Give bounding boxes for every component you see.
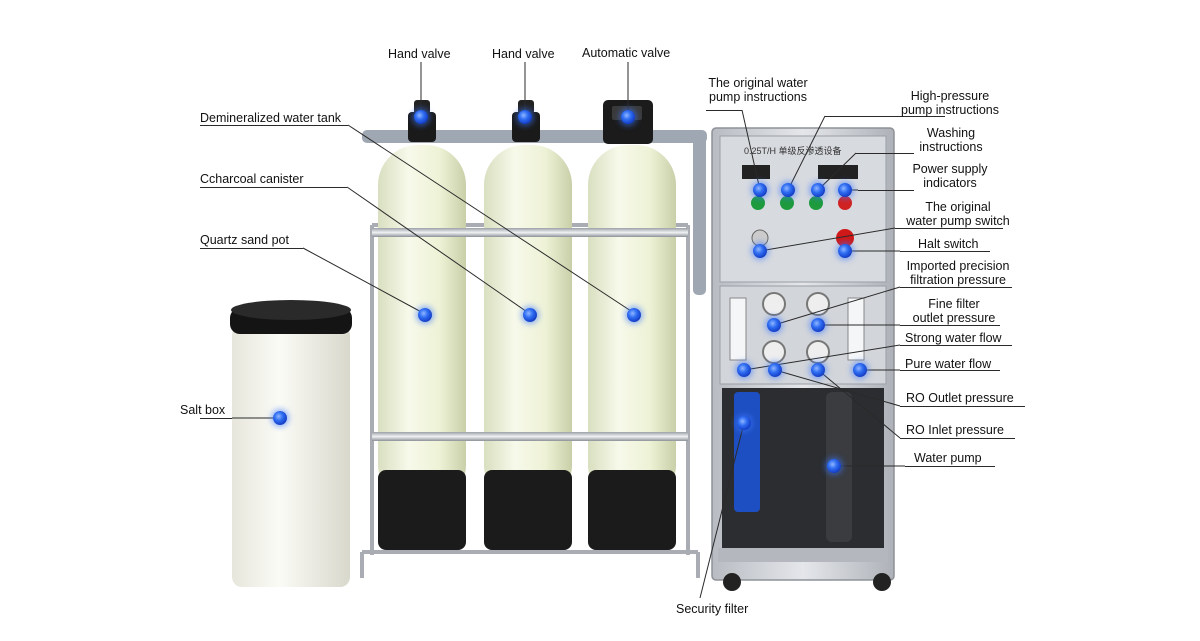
- panel-title: 0.25T/H 单级反渗透设备: [744, 146, 842, 156]
- label-halt-switch: Halt switch: [918, 237, 979, 251]
- marker-original-water-pump-instructions: [753, 183, 767, 197]
- salt-box: [230, 300, 352, 587]
- label-line: outlet pressure: [912, 311, 996, 325]
- label-line: filtration pressure: [910, 273, 1006, 287]
- underline-original-water-pump-instructions: [706, 110, 742, 111]
- label-line: Washing: [926, 126, 976, 140]
- label-washing-instructions: Washing instructions: [910, 126, 992, 154]
- marker-quartz-sand-pot: [418, 308, 432, 322]
- label-line: Imported precision: [906, 259, 1010, 273]
- marker-washing-instructions: [811, 183, 825, 197]
- marker-ro-outlet-pressure: [768, 363, 782, 377]
- underline-salt-box: [200, 418, 232, 419]
- marker-halt-switch: [838, 244, 852, 258]
- tank-1: [378, 145, 466, 550]
- label-line: High-pressure: [910, 89, 990, 103]
- marker-original-water-pump-switch: [753, 244, 767, 258]
- label-strong-water-flow: Strong water flow: [905, 331, 1002, 345]
- label-fine-filter-outlet-pressure: Fine filter outlet pressure: [904, 297, 1004, 325]
- underline-washing-instructions: [856, 153, 914, 154]
- label-line: instructions: [919, 140, 983, 154]
- marker-fine-filter-outlet-pressure: [811, 318, 825, 332]
- underline-original-water-pump-switch: [895, 228, 1003, 229]
- label-original-water-pump-switch: The original water pump switch: [900, 200, 1016, 228]
- label-ro-outlet-pressure: RO Outlet pressure: [906, 391, 1014, 405]
- marker-power-supply-indicators: [838, 183, 852, 197]
- marker-demineralized-water-tank: [627, 308, 641, 322]
- marker-high-pressure-pump-instructions: [781, 183, 795, 197]
- underline-charcoal-canister: [200, 187, 347, 188]
- underline-high-pressure-pump-instructions: [825, 116, 945, 117]
- label-line: water pump switch: [906, 214, 1010, 228]
- leader-lines: [232, 62, 905, 599]
- underline-power-supply-indicators: [858, 190, 914, 191]
- marker-charcoal-canister: [523, 308, 537, 322]
- marker-ro-inlet-pressure: [811, 363, 825, 377]
- underline-water-pump: [905, 466, 995, 467]
- underline-imported-precision-filtration-pressure: [900, 287, 1012, 288]
- label-quartz-sand-pot: Quartz sand pot: [200, 233, 289, 247]
- label-line: Fine filter: [928, 297, 980, 311]
- label-water-pump: Water pump: [914, 451, 982, 465]
- ro-unit: [711, 127, 895, 591]
- label-line: The original: [925, 200, 991, 214]
- label-ro-inlet-pressure: RO Inlet pressure: [906, 423, 1004, 437]
- marker-salt-box: [273, 411, 287, 425]
- marker-pure-water-flow: [853, 363, 867, 377]
- underline-halt-switch: [900, 251, 990, 252]
- label-power-supply-indicators: Power supply indicators: [900, 162, 1000, 190]
- marker-hand-valve-1: [414, 110, 428, 124]
- label-line: pump instructions: [901, 103, 999, 117]
- underline-demineralized-water-tank: [200, 125, 348, 126]
- label-high-pressure-pump-instructions: High-pressure pump instructions: [890, 89, 1010, 117]
- marker-hand-valve-2: [518, 110, 532, 124]
- label-hand-valve-1: Hand valve: [388, 47, 451, 61]
- marker-imported-precision-filtration-pressure: [767, 318, 781, 332]
- marker-water-pump: [827, 459, 841, 473]
- label-line: Power supply: [912, 162, 988, 176]
- label-security-filter: Security filter: [676, 602, 749, 616]
- label-salt-box: Salt box: [180, 403, 226, 417]
- label-line: indicators: [923, 176, 977, 190]
- label-line: pump instructions: [709, 90, 807, 104]
- label-demineralized-water-tank: Demineralized water tank: [200, 111, 342, 125]
- underline-quartz-sand-pot: [200, 248, 303, 249]
- tank-2: [484, 145, 572, 550]
- label-automatic-valve: Automatic valve: [582, 46, 671, 60]
- label-hand-valve-2: Hand valve: [492, 47, 555, 61]
- label-original-water-pump-instructions: The original water pump instructions: [702, 76, 814, 104]
- underline-ro-inlet-pressure: [900, 438, 1015, 439]
- label-pure-water-flow: Pure water flow: [905, 357, 992, 371]
- underline-fine-filter-outlet-pressure: [900, 325, 1000, 326]
- underline-ro-outlet-pressure: [900, 406, 1025, 407]
- underline-strong-water-flow: [900, 345, 1012, 346]
- label-imported-precision-filtration-pressure: Imported precision filtration pressure: [900, 259, 1016, 287]
- tank-bands: [372, 228, 688, 441]
- marker-strong-water-flow: [737, 363, 751, 377]
- label-line: The original water: [708, 76, 808, 90]
- tank-3: [588, 145, 676, 550]
- marker-automatic-valve: [621, 110, 635, 124]
- label-charcoal-canister: Ccharcoal canister: [200, 172, 304, 186]
- underline-pure-water-flow: [900, 370, 1000, 371]
- marker-security-filter: [737, 416, 751, 430]
